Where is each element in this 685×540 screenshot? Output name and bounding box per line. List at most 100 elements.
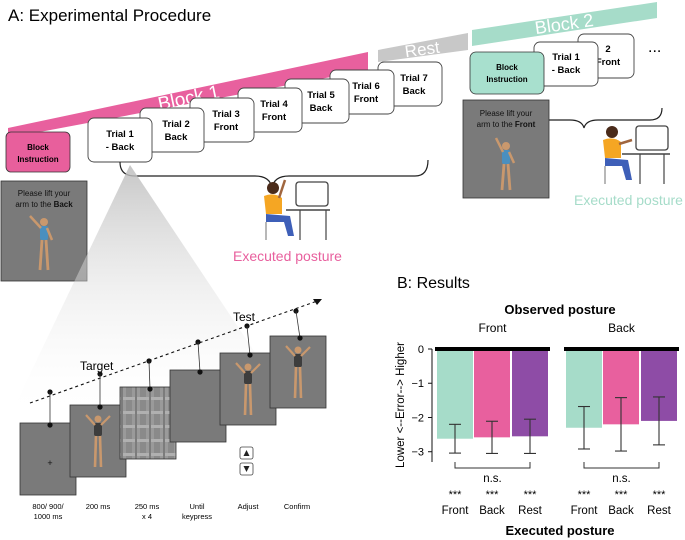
rest-label: Rest — [404, 38, 442, 62]
trial-card-line1: Trial 4 — [260, 99, 288, 110]
avatar-leg — [293, 366, 298, 399]
avatar-head — [94, 415, 102, 423]
significance-marker: *** — [524, 489, 538, 501]
significance-marker: *** — [486, 489, 500, 501]
bar-front-front — [437, 349, 473, 439]
duration-label: 250 ms — [135, 502, 160, 511]
y-tick-label: −3 — [411, 447, 424, 459]
avatar-leg — [248, 383, 253, 416]
trial-card-line1: Trial 7 — [400, 73, 427, 84]
instruction-back-prefix: arm to the — [15, 200, 53, 209]
significance-marker: *** — [578, 489, 592, 501]
duration-label: 1000 ms — [34, 512, 63, 521]
panel-b-title: B: Results — [397, 275, 470, 292]
block2-ellipsis: ... — [648, 39, 661, 56]
executed-posture-caption-1: Executed posture — [233, 248, 342, 264]
avatar-leg — [93, 435, 98, 468]
avatar-head — [294, 346, 302, 354]
trial-card-line1: Trial 3 — [212, 109, 239, 120]
participant-illustration-2 — [603, 125, 670, 184]
rest-wedge — [378, 33, 468, 62]
ns-bracket — [583, 462, 660, 469]
avatar-leg — [243, 383, 248, 416]
trial-screen-3 — [119, 386, 177, 460]
duration-label: Until — [189, 502, 204, 511]
trial-card-line1: Trial 1 — [106, 129, 134, 140]
trial-card-line2: Back — [165, 132, 188, 143]
trial-card-line2: Front — [596, 57, 621, 68]
screen-anchor-dot — [47, 422, 53, 428]
instruction-front-line1: Please lift your — [480, 109, 533, 118]
significance-marker: *** — [615, 489, 629, 501]
trial-screen-4 — [169, 369, 227, 443]
avatar-leg — [98, 435, 103, 468]
screen-anchor-dot — [197, 369, 203, 375]
block1-instruction-line2: Instruction — [17, 155, 58, 164]
up-arrow-icon — [243, 450, 250, 456]
avatar-head — [244, 363, 252, 371]
y-axis-label: Lower <--Error--> Higher — [395, 342, 407, 468]
timeline-arrowhead — [313, 299, 322, 305]
test-label: Test — [233, 310, 256, 324]
timeline-stem — [295, 310, 301, 339]
category-label: Rest — [518, 505, 542, 517]
instruction-front-keyword: Front — [515, 120, 536, 129]
y-tick-label: −1 — [411, 378, 424, 390]
trial-card-1 — [87, 117, 153, 163]
screen-anchor-dot — [147, 386, 153, 392]
ns-bracket — [454, 462, 531, 469]
instruction-back-keyword: Back — [54, 200, 74, 209]
duration-label: Confirm — [284, 502, 310, 511]
block1-instruction-line1: Block — [27, 143, 49, 152]
instruction-screen-back — [0, 180, 88, 282]
observed-posture-title: Observed posture — [504, 302, 615, 317]
category-label: Rest — [647, 505, 671, 517]
trial-card-line1: Trial 1 — [552, 52, 580, 63]
avatar-arm-front — [494, 137, 516, 191]
category-label: Back — [479, 505, 505, 517]
significance-marker: *** — [449, 489, 463, 501]
down-arrow-icon — [243, 466, 250, 472]
ns-label: n.s. — [612, 473, 631, 485]
block2-wedge — [472, 2, 657, 46]
participant-illustration-1 — [264, 179, 330, 240]
avatar-torso — [244, 371, 252, 384]
significance-marker: *** — [653, 489, 667, 501]
timeline-stem — [246, 325, 251, 356]
ns-label: n.s. — [483, 473, 502, 485]
category-label: Front — [442, 505, 470, 517]
trial-card-line2: Back — [403, 86, 426, 97]
group-label-front: Front — [478, 321, 507, 335]
screen-anchor-dot — [297, 335, 303, 341]
trial-card-line2: - Back — [552, 65, 581, 76]
trial-card-line1: Trial 6 — [352, 81, 379, 92]
avatar-torso — [294, 354, 302, 367]
block1-instruction-box — [5, 131, 71, 173]
avatar-torso — [94, 423, 102, 436]
category-label: Front — [571, 505, 599, 517]
avatar-arm — [285, 345, 296, 357]
block1-wedge — [8, 52, 368, 138]
duration-label: 800/ 900/ — [32, 502, 64, 511]
instruction-back-line1: Please lift your — [18, 189, 71, 198]
trial-screen-1 — [19, 422, 77, 496]
target-label: Target — [80, 359, 114, 373]
screen-anchor-dot — [97, 404, 103, 410]
panel-a-title: A: Experimental Procedure — [8, 6, 211, 25]
trial-screens: + — [19, 308, 327, 496]
instruction-back-line2: arm to the Back — [15, 200, 73, 209]
trial-card-line2: Front — [354, 94, 379, 105]
avatar-arm — [85, 414, 96, 426]
trial-card-line2: Front — [262, 112, 287, 123]
avatar-arm-back — [29, 215, 54, 271]
avatar-leg — [298, 366, 303, 399]
block2-instruction-line1: Block — [496, 63, 518, 72]
block2-instruction-line2: Instruction — [486, 75, 527, 84]
duration-label: 200 ms — [86, 502, 111, 511]
avatar-arm — [100, 415, 111, 426]
trial-card-line2: - Back — [106, 142, 135, 153]
